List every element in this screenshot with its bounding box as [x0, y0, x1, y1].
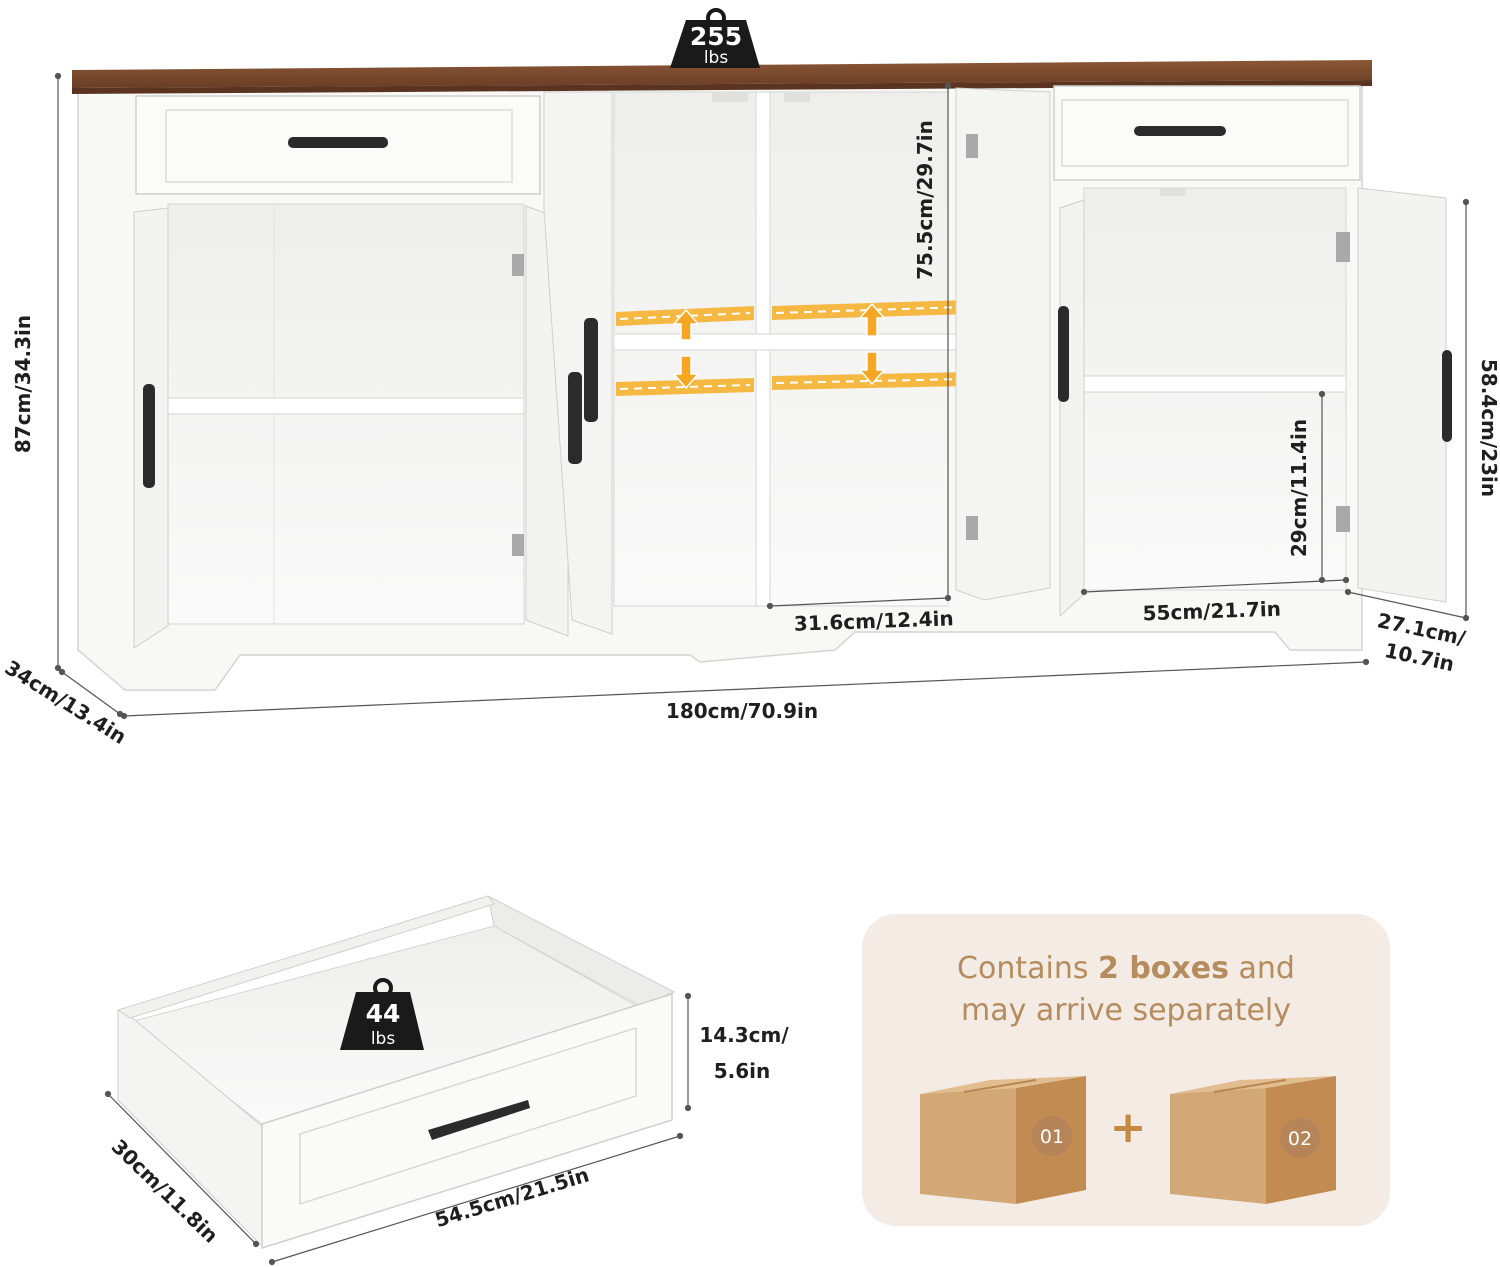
- box-number: 01: [1040, 1126, 1064, 1148]
- center-left-handle: [584, 318, 598, 422]
- center-height-label: 75.5cm/29.7in: [913, 120, 937, 280]
- drawer-height-label-line1: 14.3cm/: [699, 1023, 789, 1047]
- sideboard-dimension-lines: [54, 72, 1470, 720]
- center-right-door: [955, 87, 1051, 601]
- drawer-weight-unit: lbs: [371, 1029, 396, 1049]
- adjustable-shelf-indicator: [616, 300, 968, 396]
- right-door-handle: [1442, 350, 1452, 442]
- drawer-handle: [428, 1100, 530, 1140]
- center-width-label: 31.6cm/12.4in: [793, 606, 954, 636]
- drawer-dimension-lines: [104, 992, 692, 1266]
- drawer-height-label-line2: 5.6in: [714, 1059, 771, 1083]
- weight-icon: 44 lbs: [340, 978, 424, 1050]
- arrow-down-icon: [672, 355, 700, 390]
- box-number: 02: [1288, 1128, 1312, 1150]
- package-info-panel: Contains 2 boxes and may arrive separate…: [862, 914, 1390, 1226]
- box-icon: 01: [920, 1076, 1086, 1204]
- plus-icon: +: [1110, 1102, 1147, 1153]
- left-door-left-handle: [143, 384, 155, 488]
- wood-top: [72, 60, 1372, 88]
- arrow-up-icon: [672, 308, 700, 341]
- right-shelf: [1083, 375, 1347, 393]
- center-left-door: [543, 91, 613, 635]
- package-line2: may arrive separately: [961, 993, 1291, 1028]
- right-door-right: [1357, 187, 1447, 603]
- width-label: 180cm/70.9in: [666, 699, 818, 723]
- left-shelf: [167, 397, 525, 415]
- drawer-weight-value: 44: [366, 999, 401, 1028]
- weight-icon: 255 lbs: [670, 8, 760, 68]
- package-line1: Contains 2 boxes and: [957, 951, 1295, 986]
- arrow-down-icon: [858, 351, 886, 386]
- center-shelf: [613, 333, 971, 351]
- box-icon: 02: [1170, 1076, 1336, 1204]
- arrow-up-icon: [858, 302, 886, 337]
- sideboard: [72, 60, 1452, 691]
- left-drawer-handle: [288, 137, 388, 148]
- drawer-illustration: [116, 895, 676, 1250]
- right-door-left: [1059, 199, 1085, 618]
- right-drawer-handle: [1134, 126, 1226, 136]
- side-width-label: 55cm/21.7in: [1142, 597, 1281, 626]
- sideboard-weight-value: 255: [690, 22, 742, 51]
- side-height-label: 58.4cm/23in: [1477, 359, 1500, 497]
- lower-height-label: 29cm/11.4in: [1287, 419, 1311, 557]
- height-label: 87cm/34.3in: [11, 315, 35, 453]
- sideboard-weight-unit: lbs: [704, 48, 729, 68]
